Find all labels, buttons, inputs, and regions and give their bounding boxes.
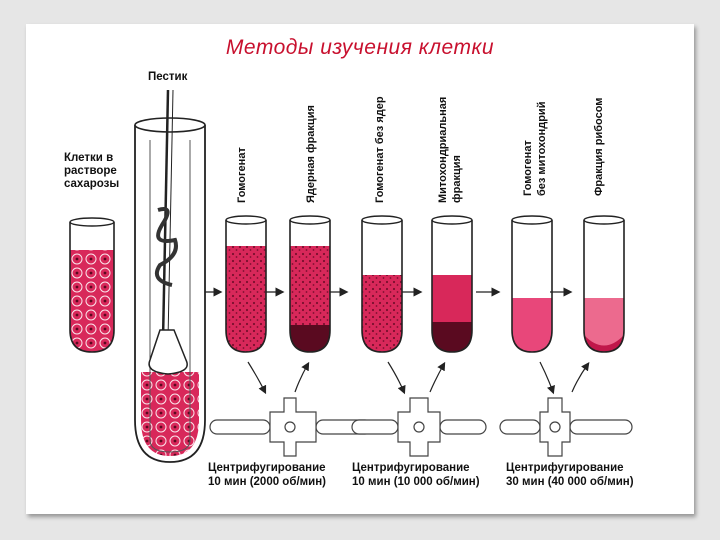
tube-label-homogenate-no-mito-line-2: без митохондрий xyxy=(536,101,548,196)
tube-label-nuclear-fraction: Ядерная фракция xyxy=(305,105,317,203)
centrifuge-rotor-2 xyxy=(351,397,487,457)
tube-ribosome-fraction xyxy=(583,215,625,353)
tube-homogenate-no-nuclei xyxy=(361,215,403,353)
homogenizer xyxy=(134,89,206,463)
tube-label-homogenate-no-mito-line-1: Гомогенат xyxy=(522,140,534,196)
centrifugation-caption-3: Центрифугирование 30 мин (40 000 об/мин) xyxy=(506,461,634,489)
cells-label-line-2: растворе xyxy=(64,165,117,177)
tube-label-ribosome-fraction: Фракция рибосом xyxy=(593,97,605,196)
centrifugation-3-line-1: Центрифугирование xyxy=(506,462,624,474)
tube-nuclear-fraction xyxy=(289,215,331,353)
centrifugation-2-line-2: 10 мин (10 000 об/мин) xyxy=(352,476,480,488)
centrifuge-rotor-1 xyxy=(209,397,373,457)
cells-label-line-3: сахарозы xyxy=(64,178,120,190)
centrifugation-1-line-1: Центрифугирование xyxy=(208,462,326,474)
centrifugation-caption-1: Центрифугирование 10 мин (2000 об/мин) xyxy=(208,461,326,489)
tube-mitochondrial-fraction xyxy=(431,215,473,353)
centrifugation-2-line-1: Центрифугирование xyxy=(352,462,470,474)
centrifuge-rotor-3 xyxy=(499,397,633,457)
tube-label-mitochondrial-fraction-line-2: фракция xyxy=(451,155,463,203)
tube-label-mitochondrial-fraction-line-1: Митохондриальная xyxy=(437,96,449,203)
tube-homogenate xyxy=(225,215,267,353)
tube-homogenate-no-mitochondria xyxy=(511,215,553,353)
tube-cells xyxy=(69,217,115,353)
centrifugation-3-line-2: 30 мин (40 000 об/мин) xyxy=(506,476,634,488)
cells-label: Клетки в растворе сахарозы xyxy=(64,152,148,191)
pestle-label: Пестик xyxy=(148,71,188,83)
tube-label-homogenate: Гомогенат xyxy=(236,147,248,203)
cells-label-line-1: Клетки в xyxy=(64,152,114,164)
centrifugation-1-line-2: 10 мин (2000 об/мин) xyxy=(208,476,326,488)
centrifugation-caption-2: Центрифугирование 10 мин (10 000 об/мин) xyxy=(352,461,480,489)
tube-label-homogenate-no-nuclei: Гомогенат без ядер xyxy=(374,96,386,203)
page-title: Методы изучения клетки xyxy=(225,36,495,59)
